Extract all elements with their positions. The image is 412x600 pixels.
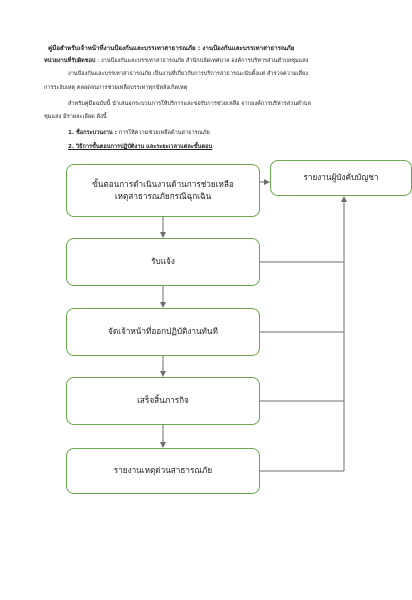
intro-line-5: ชุมแสง มีรายละเอียด ดังนี้ [44, 114, 107, 120]
flow-step-receive-report: รับแจ้ง [66, 238, 260, 286]
flow-step-emergency-report: รายงานเหตุด่วนสาธารณภัย [66, 448, 260, 494]
flow-step-mission-complete: เสร็จสิ้นภารกิจ [66, 377, 260, 425]
intro-line-3: การระงับเหตุ ตลอดจนการช่วยเหลือบรรเทาทุก… [44, 85, 188, 91]
process-name-label: 1. ชื่อกระบวนงาน : [68, 130, 117, 136]
flow-step-emergency-procedure: ขั้นตอนการดำเนินงานด้านการช่วยเหลือเหตุส… [66, 164, 260, 217]
responsible-unit-label: หน่วยงานที่รับผิดชอบ [44, 58, 96, 64]
document-title: คู่มือสำหรับเจ้าหน้าที่งานป้องกันและบรรเ… [48, 45, 295, 52]
intro-line-2: งานป้องกันและบรรเทาสาธารณภัย เป็นงานที่เ… [68, 71, 308, 77]
flow-step-dispatch-staff: จัดเจ้าหน้าที่ออกปฏิบัติงานทันที [66, 308, 260, 356]
responsible-unit-text: : งานป้องกันและบรรเทาสาธารณภัย สำนักปลัด… [95, 58, 309, 64]
responsible-unit-paragraph: หน่วยงานที่รับผิดชอบ : งานป้องกันและบรรเ… [44, 57, 308, 65]
flow-step-1-line-2: เหตุสาธารณภัยกรณีฉุกเฉิน [114, 190, 212, 201]
flow-step-1-line-1: ขั้นตอนการดำเนินงานด้านการช่วยเหลือ [92, 178, 234, 189]
process-name-text: การให้ความช่วยเหลือด้านสาธารณภัย [116, 130, 210, 136]
list-item-process-name: 1. ชื่อกระบวนงาน : การให้ความช่วยเหลือด้… [68, 129, 210, 137]
intro-line-4: สำหรับคู่มือฉบับนี้ นำเสนอกระบวนการให้บร… [68, 101, 311, 107]
flow-step-report-supervisor: รายงานผู้บังคับบัญชา [270, 160, 412, 196]
list-item-procedure-heading: 2. วิธีการขั้นตอนการปฏิบัติงาน และระยะเว… [68, 144, 213, 150]
